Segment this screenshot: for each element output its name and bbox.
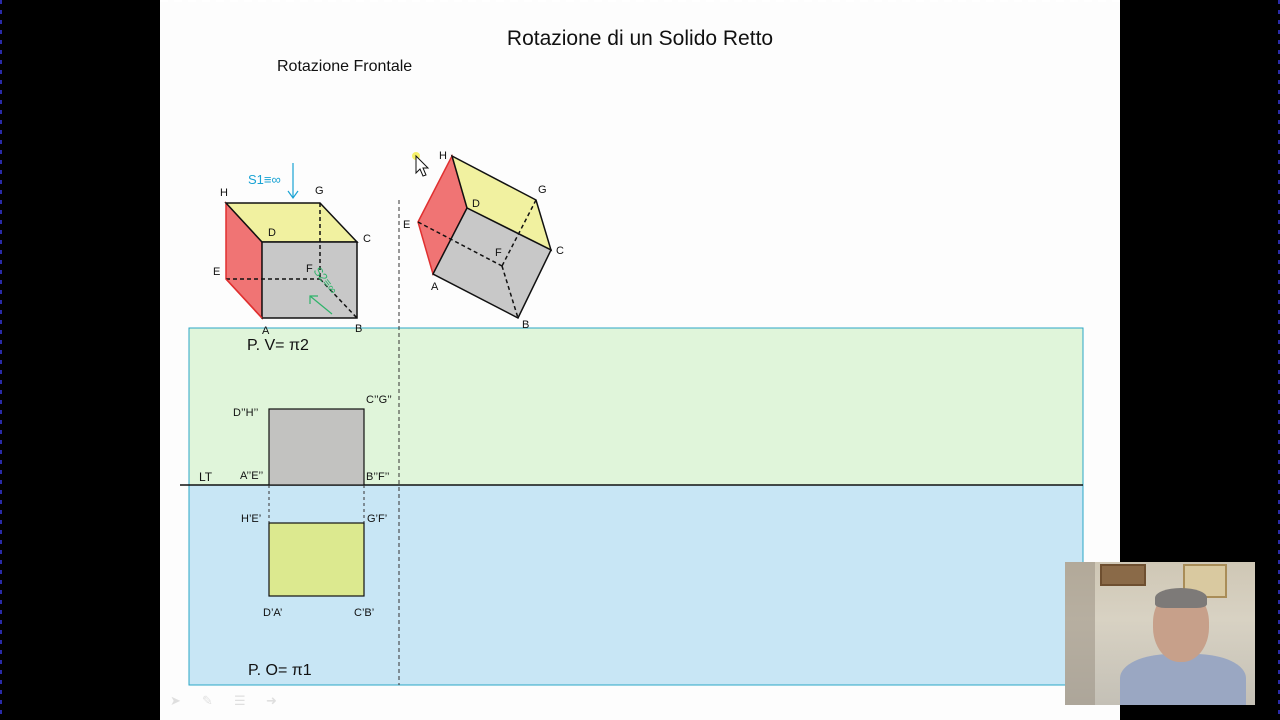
presenter-hair bbox=[1155, 588, 1207, 608]
left-front-face bbox=[261, 241, 358, 319]
front-label-top-right: C’’G’’ bbox=[366, 394, 392, 406]
slideshow-toolbar: ➤ ✎ ☰ ➜ bbox=[170, 694, 284, 712]
front-label-bottom-left: A’’E’’ bbox=[240, 470, 263, 482]
top-label-top-right: G’F’ bbox=[367, 513, 387, 525]
rotated-label-E: E bbox=[403, 219, 410, 231]
lt-label: LT bbox=[199, 470, 213, 484]
presenter-body bbox=[1120, 654, 1246, 705]
front-label-bottom-right: B’’F’’ bbox=[366, 471, 389, 483]
rotated-label-F: F bbox=[495, 247, 502, 259]
left-label-A: A bbox=[262, 325, 270, 337]
left-label-E: E bbox=[213, 266, 220, 278]
rotated-label-A: A bbox=[431, 281, 439, 293]
top-label-top-left: H’E’ bbox=[241, 513, 261, 525]
geometry-drawing: S1≡∞ S2≡∞ H G D C E F A B H G D C E F A … bbox=[180, 150, 1084, 686]
slide-subtitle: Rotazione Frontale bbox=[277, 58, 413, 75]
vertical-plane-label: P. V= π2 bbox=[247, 337, 309, 354]
top-label-bottom-left: D’A’ bbox=[263, 607, 282, 619]
s1-label: S1≡∞ bbox=[248, 172, 281, 187]
next-icon[interactable]: ➜ bbox=[266, 693, 277, 708]
wall-frame bbox=[1100, 564, 1146, 586]
slide-title: Rotazione di un Solido Retto bbox=[506, 27, 774, 50]
rotated-label-C: C bbox=[556, 245, 564, 257]
left-label-D: D bbox=[268, 227, 276, 239]
pointer-tool-icon[interactable]: ➤ bbox=[170, 693, 181, 708]
front-label-top-left: D’’H’’ bbox=[233, 407, 258, 419]
left-label-H: H bbox=[220, 187, 228, 199]
left-label-F: F bbox=[306, 263, 313, 275]
rotated-label-G: G bbox=[538, 184, 547, 196]
rotated-front-face bbox=[431, 206, 552, 320]
pen-tool-icon[interactable]: ✎ bbox=[202, 693, 213, 708]
rotated-label-H: H bbox=[439, 150, 447, 162]
s2-arrow bbox=[309, 295, 333, 315]
rotated-label-B: B bbox=[522, 319, 529, 331]
top-projection-square bbox=[268, 522, 365, 597]
menu-icon[interactable]: ☰ bbox=[234, 693, 246, 708]
left-label-B: B bbox=[355, 323, 362, 335]
top-label-bottom-right: C’B’ bbox=[354, 607, 374, 619]
left-label-C: C bbox=[363, 233, 371, 245]
left-label-G: G bbox=[315, 185, 324, 197]
front-projection-square bbox=[268, 408, 365, 486]
slide-canvas: Rotazione di un Solido Retto Rotazione F… bbox=[160, 0, 1120, 720]
rotated-label-D: D bbox=[472, 198, 480, 210]
webcam-overlay bbox=[1065, 562, 1255, 705]
cursor-icon bbox=[412, 152, 430, 177]
horizontal-plane-label: P. O= π1 bbox=[248, 662, 312, 679]
